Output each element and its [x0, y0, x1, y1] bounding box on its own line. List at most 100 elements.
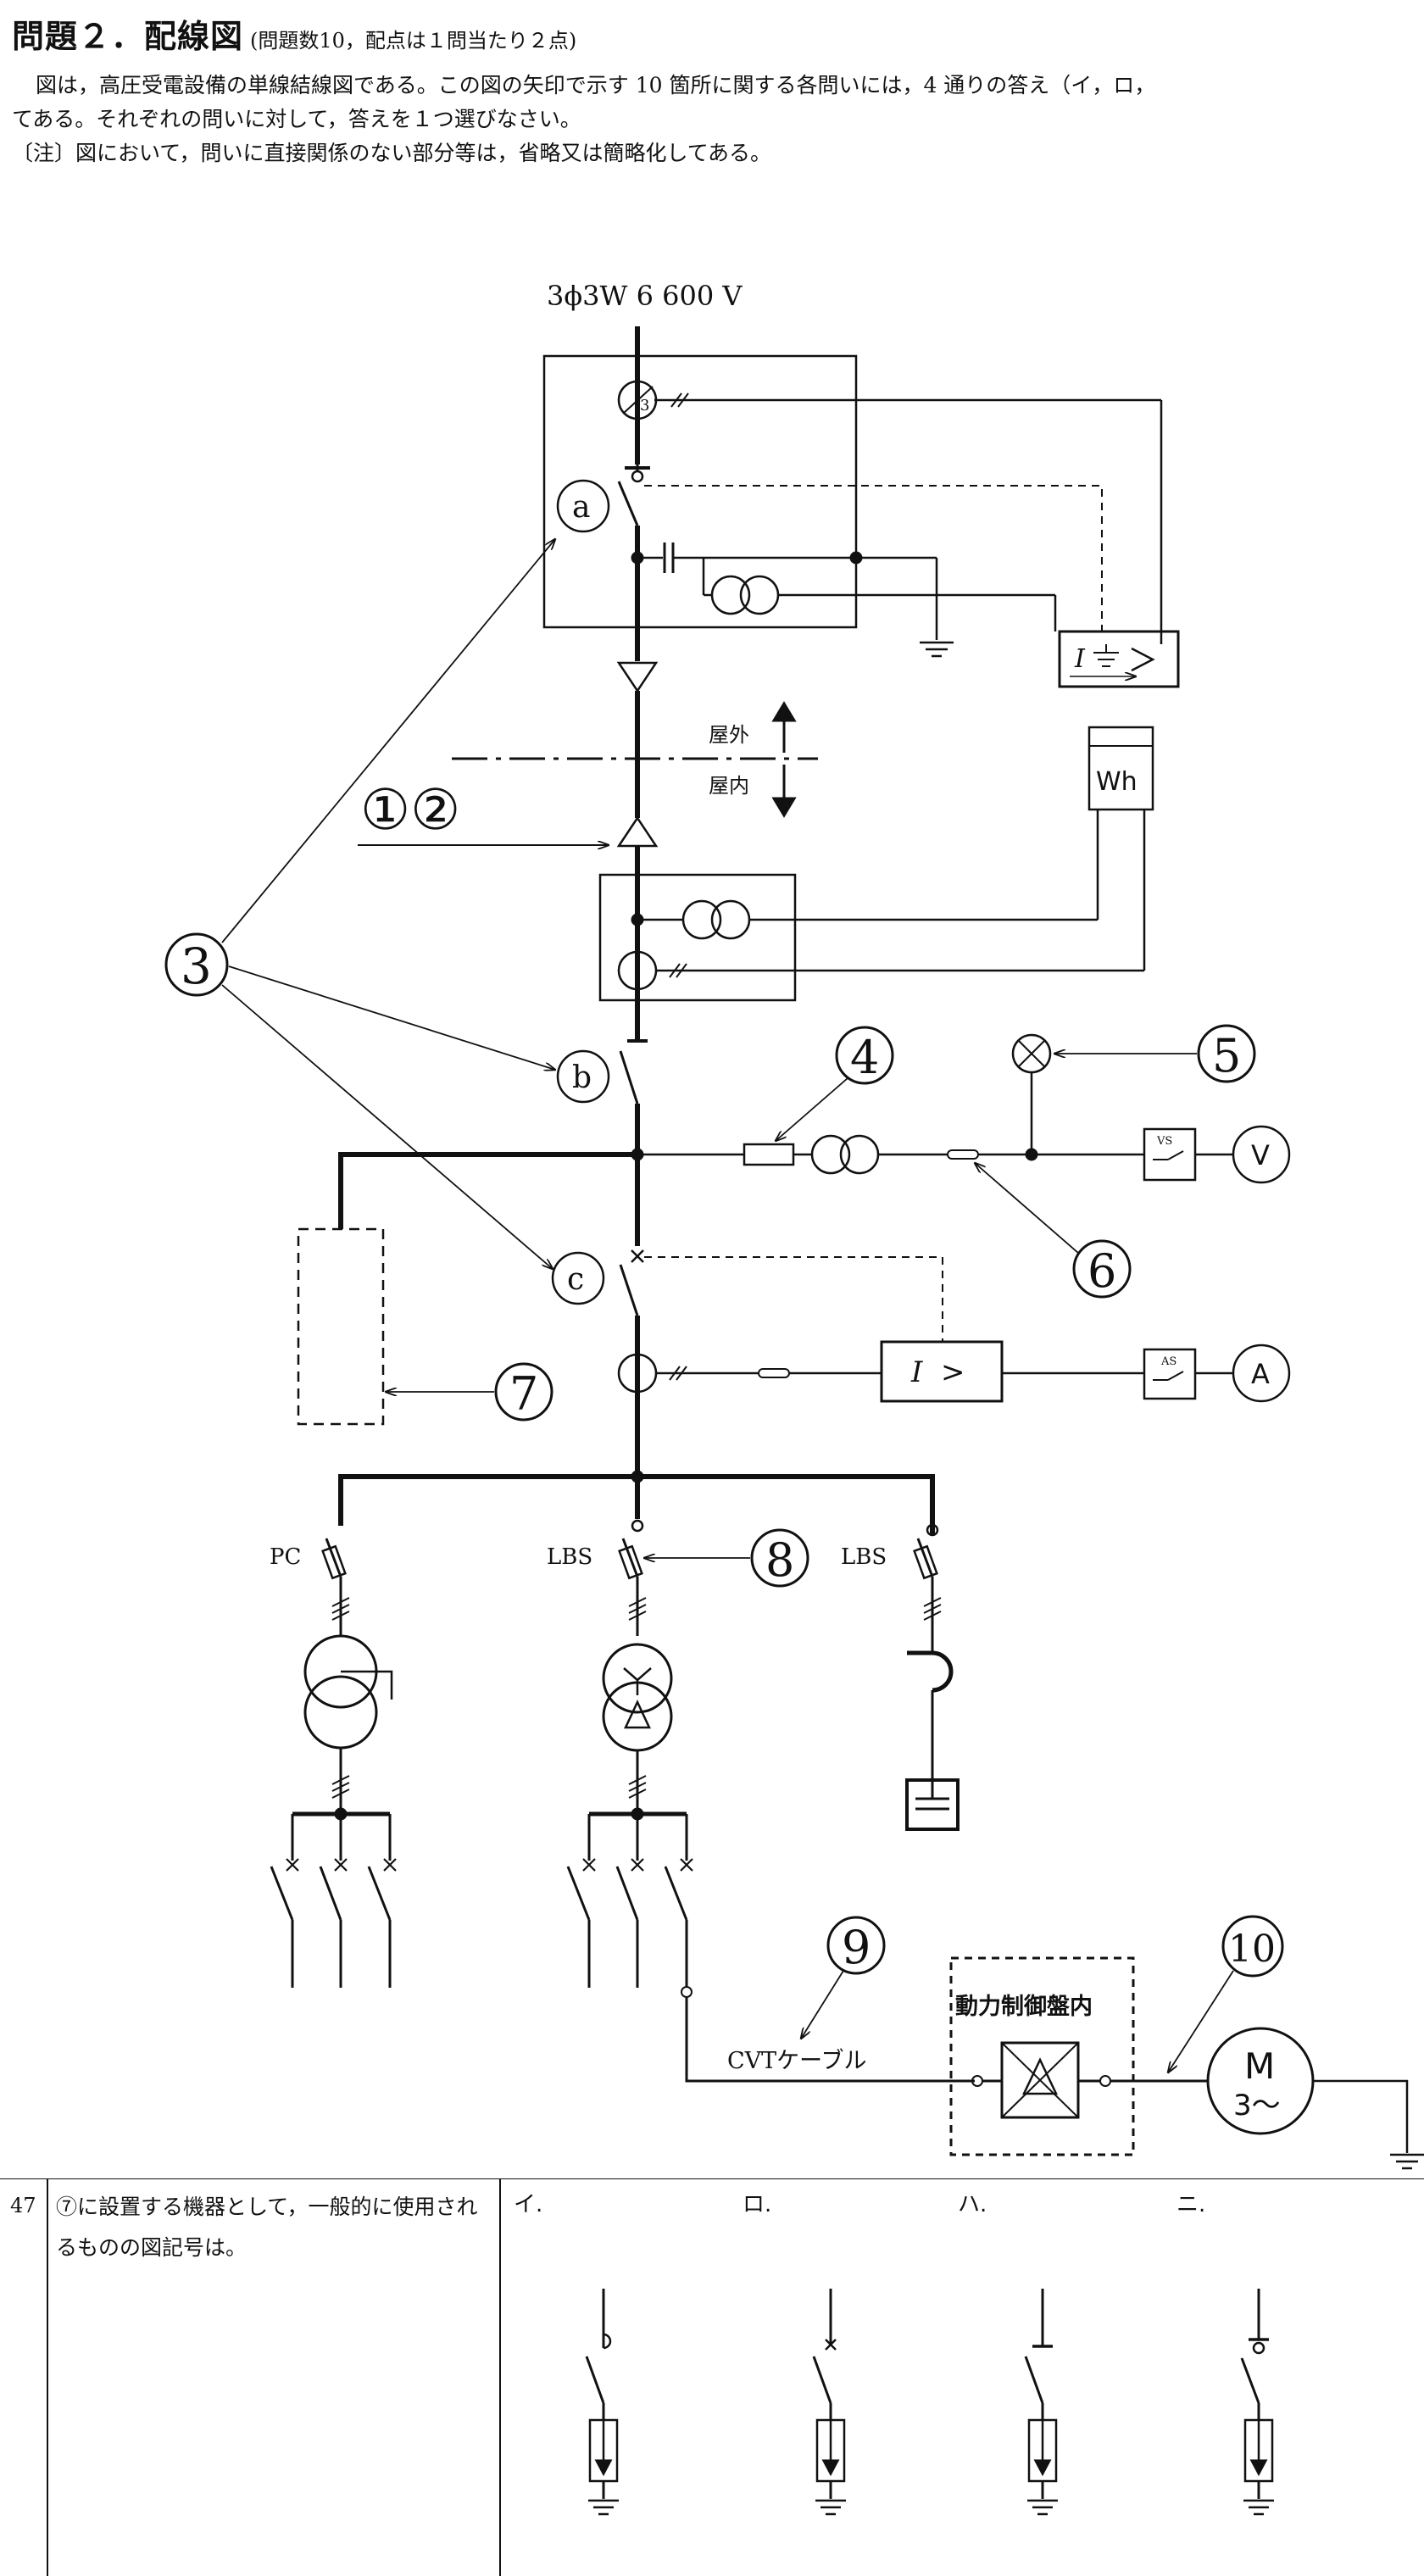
pc-fuse-icon [321, 1544, 347, 1580]
ugs-box [542, 354, 858, 629]
supply-label: 3ϕ3W 6 600 V [547, 280, 743, 312]
callout-8: 8 [765, 1533, 794, 1587]
delta-symbol-icon [624, 1700, 651, 1729]
callout-10-ring [1221, 1915, 1284, 1978]
switch-ground-icon [631, 470, 644, 483]
voltmeter-label: V [1251, 1139, 1270, 1171]
callout-1-2: ①② [360, 777, 460, 843]
option-ha-label[interactable]: ハ. [958, 2192, 987, 2217]
callout-9: 9 [842, 1921, 871, 1974]
cable-head-bottom-icon [616, 815, 659, 848]
tr-tap [341, 1670, 393, 1700]
down-arrow-icon [771, 797, 797, 818]
lbs1-x-marks [582, 1858, 693, 1872]
lbs2-tick2 [923, 1604, 942, 1614]
oc-relay-label: I > [910, 1355, 965, 1389]
title-row: 問題２．配線図 (問題数10，配点は１問当たり２点) [12, 10, 1419, 57]
outdoor-label: 屋外 [709, 723, 749, 747]
callout-7: 7 [509, 1367, 538, 1421]
option-ro-symbol [812, 2289, 846, 2516]
callout-3-ring [164, 932, 229, 997]
vct-vt-icon-2 [710, 899, 751, 940]
callout-4-ring [835, 1026, 894, 1085]
motor-ground-lead [1313, 2079, 1409, 2153]
lbs1-tick3 [628, 1611, 647, 1621]
pc-tick3 [331, 1611, 350, 1621]
pc-mccb2-icon [319, 1866, 342, 1921]
pc-tick4 [331, 1775, 350, 1785]
lbs1-tick2 [628, 1604, 647, 1614]
vt-main-icon-2 [839, 1134, 880, 1175]
ground-relay-label: I [1074, 644, 1086, 674]
top-switch-blade [617, 481, 639, 526]
indoor-label: 屋内 [709, 774, 749, 798]
secondary-fuse-icon [947, 1149, 979, 1160]
callout-6: 6 [1087, 1244, 1116, 1298]
wye-symbol-icon [623, 1667, 652, 1695]
cvt-cable-label: CVTケーブル [727, 2048, 867, 2074]
ground-relay-box [1058, 630, 1180, 688]
callout-4: 4 [850, 1031, 879, 1084]
callout-7-ring [494, 1362, 553, 1422]
lamp-x2 [1018, 1040, 1045, 1067]
option-ni-symbol [1240, 2289, 1274, 2516]
lbs1-fuse-icon [618, 1544, 643, 1580]
vs-label: VS [1156, 1135, 1172, 1148]
callout-8-ring [750, 1528, 809, 1588]
vct-box [598, 873, 797, 1002]
cb-x2 [631, 1249, 644, 1263]
motor-label-3: 3〜 [1233, 2089, 1281, 2123]
pc-blade [325, 1538, 342, 1577]
cable-head-top-icon [616, 661, 659, 693]
option-ni-label[interactable]: ニ. [1176, 2192, 1206, 2217]
pc-x-marks [286, 1858, 397, 1872]
zct-tick1 [670, 392, 682, 408]
zct-slash [622, 386, 654, 414]
single-line-diagram: 3ϕ3W 6 600 V 3 I 屋外 屋内 [164, 280, 1424, 2170]
ammeter-label: A [1251, 1358, 1270, 1390]
intro-note: 〔注〕図において，問いに直接関係のない部分等は，省略又は簡略化してある。 [12, 141, 772, 165]
indicator-lamp-icon [1011, 1033, 1052, 1074]
ct-ratio-mark: 3 [640, 397, 649, 414]
as-mark2 [1167, 1371, 1184, 1381]
arrow-4 [776, 1077, 848, 1141]
callout-a: a [572, 490, 590, 525]
ct-tick2 [676, 1366, 687, 1381]
zct-tick2 [677, 392, 689, 408]
pc-mccb1-icon [270, 1866, 294, 1921]
vct-tick1 [669, 963, 681, 978]
ct-tick1 [669, 1366, 681, 1381]
lbs1-mccb3-icon [664, 1866, 688, 1921]
wh-meter-label: Wh [1096, 767, 1138, 797]
pc-label: PC [270, 1544, 301, 1570]
option-i-label[interactable]: イ. [514, 2192, 543, 2217]
panel-label: 動力制御盤内 [955, 1994, 1093, 2020]
vt-main-icon-1 [810, 1134, 851, 1175]
ct-test-terminal-icon [758, 1368, 790, 1378]
lbs2-fuse-icon [913, 1544, 938, 1580]
callout-c-ring [551, 1251, 605, 1305]
lbs1-mccb1-icon [566, 1866, 591, 1921]
question-number: 47 [10, 2194, 36, 2217]
pc-tick1 [331, 1597, 350, 1607]
callout-5: 5 [1212, 1029, 1241, 1082]
device-7-dashed [297, 1227, 385, 1426]
lbs1-mccb2-icon [615, 1866, 639, 1921]
as-label: AS [1160, 1355, 1176, 1368]
title-note: (問題数10，配点は１問当たり２点) [250, 29, 577, 53]
arrow-10 [1168, 1970, 1234, 2072]
option-ro-label[interactable]: ロ. [743, 2192, 772, 2217]
vct-vt-icon-1 [681, 899, 722, 940]
single-phase-tr-icon-2 [303, 1675, 378, 1750]
relay-gt [1131, 647, 1155, 672]
pc-tick6 [331, 1789, 350, 1799]
pc-tick2 [331, 1604, 350, 1614]
vct-tick2 [676, 963, 687, 978]
up-arrow-icon [771, 701, 797, 722]
lbs2-blade [916, 1538, 934, 1577]
lbs-label-1: LBS [547, 1544, 592, 1570]
lbs1-ring [631, 1519, 644, 1533]
oc-relay-box [880, 1340, 1004, 1403]
page-title: 問題２．配線図 [12, 18, 244, 55]
branch-to-7 [338, 1152, 637, 1229]
